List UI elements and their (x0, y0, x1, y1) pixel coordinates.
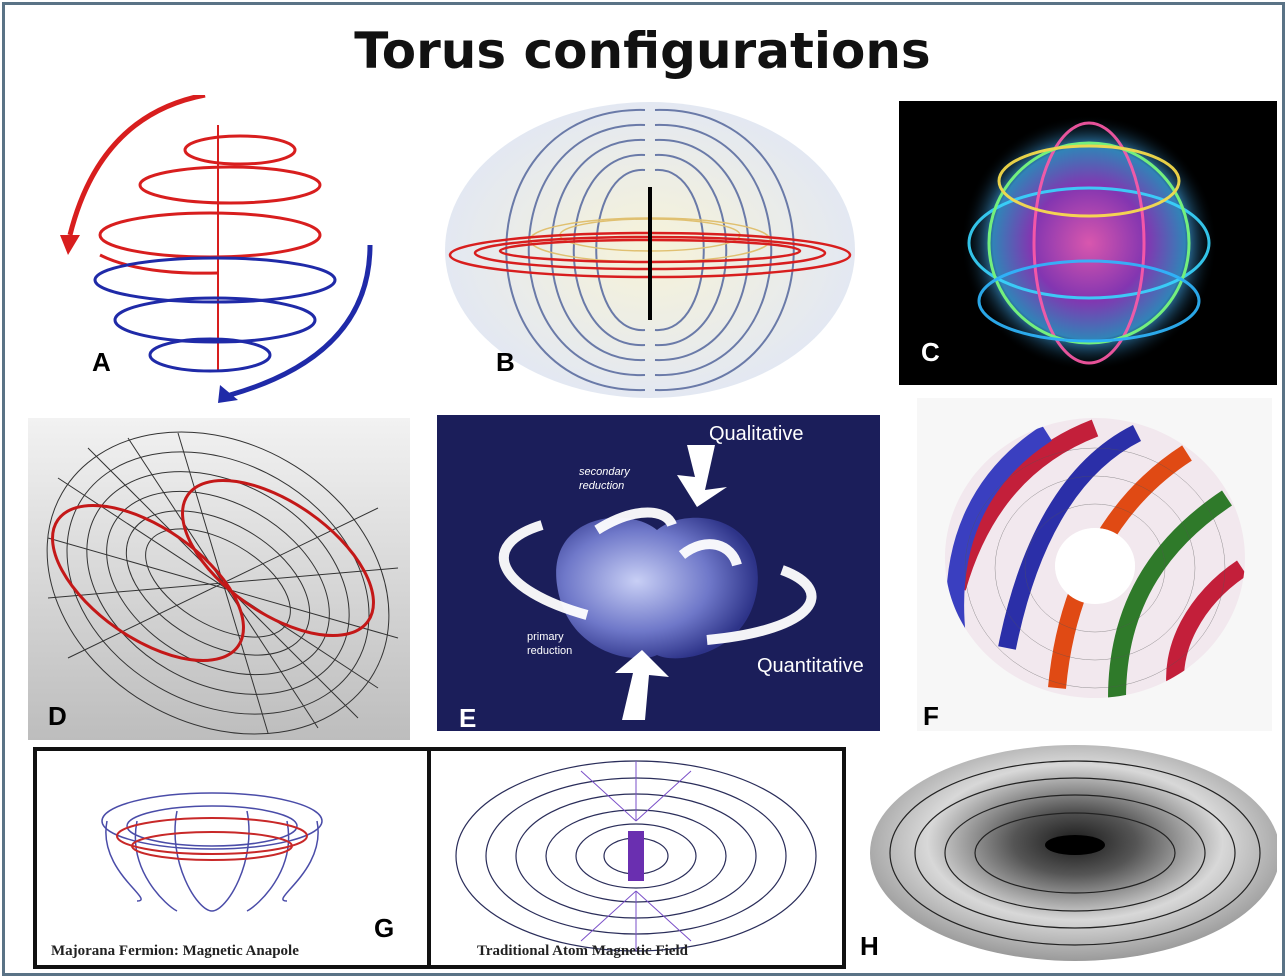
anapole-caption: Majorana Fermion: Magnetic Anapole (51, 943, 299, 959)
secondary-reduction-label: secondary reduction (579, 466, 630, 492)
panel-b-label: B (496, 347, 515, 377)
wireframe-torus-figure (46, 431, 399, 735)
panel-g-divider (427, 751, 431, 965)
anapole-figure (101, 792, 323, 912)
atom-field-figure (455, 760, 817, 952)
qualitative-label: Qualitative (709, 423, 804, 445)
quantitative-label: Quantitative (757, 655, 864, 677)
panel-g-label: G (374, 913, 395, 943)
panel-a-label: A (92, 347, 111, 377)
panel-f-label: F (923, 701, 939, 731)
striped-donut-figure (944, 418, 1245, 698)
field-sphere-figure (445, 102, 855, 398)
panel-b: B (440, 95, 860, 400)
panel-d: D (28, 418, 410, 740)
apple-torus-figure (498, 445, 817, 720)
panel-a: A (40, 95, 390, 405)
slide-title: Torus configurations (354, 22, 931, 80)
panel-e-label: E (459, 703, 477, 731)
panel-e: Qualitative Quantitative secondary reduc… (437, 415, 880, 731)
panel-d-label: D (48, 701, 67, 731)
panel-f: F (917, 398, 1272, 731)
panel-g: Majorana Fermion: Magnetic Anapole Tradi… (33, 747, 846, 969)
primary-reduction-label: primary reduction (527, 631, 573, 657)
panel-h-label: H (860, 931, 879, 961)
spiral-figure (60, 95, 373, 403)
panel-c: C (899, 101, 1277, 385)
panel-c-label: C (921, 337, 940, 367)
panel-h: H (860, 745, 1277, 968)
arrow-torus-figure (870, 745, 1277, 961)
atom-field-caption: Traditional Atom Magnetic Field (477, 943, 688, 959)
glowing-sphere-figure (961, 115, 1217, 371)
